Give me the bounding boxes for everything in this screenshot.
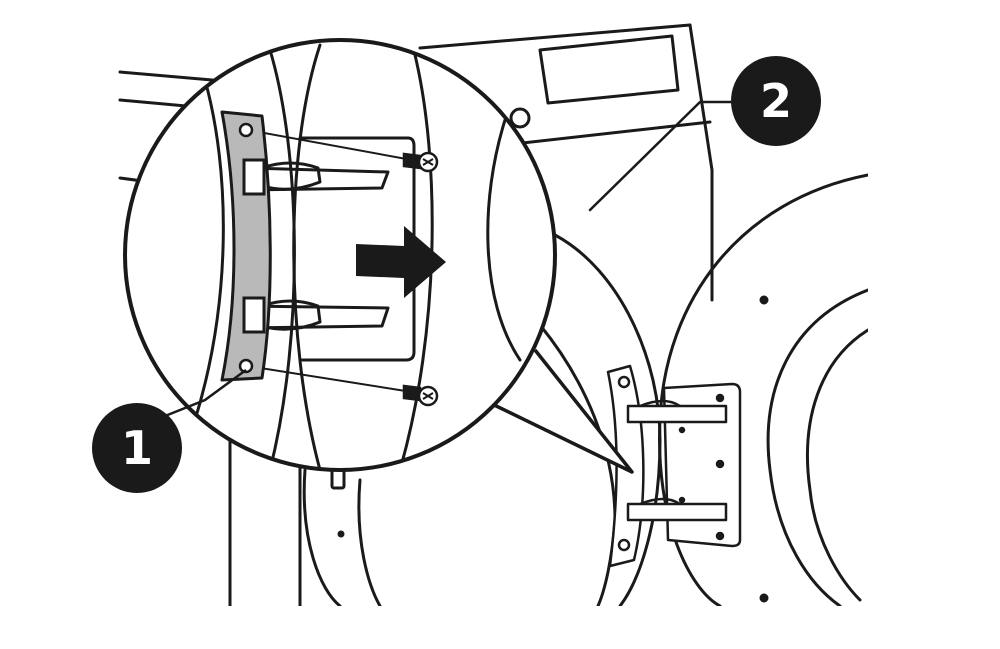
callout-1-badge: 1 <box>92 403 182 493</box>
screw-icon <box>402 151 439 173</box>
callout-2-badge: 2 <box>731 56 821 146</box>
installed-hinge <box>606 364 742 568</box>
callout-1-leader <box>159 368 247 420</box>
magnifier-bubble <box>123 38 634 474</box>
screw-icon <box>402 384 439 407</box>
callout-2-leader <box>588 100 742 212</box>
dryer-body <box>118 23 868 606</box>
control-panel-display <box>538 34 680 105</box>
arrow-right-icon <box>356 226 446 298</box>
control-knob <box>509 107 531 129</box>
magnified-view <box>193 43 522 470</box>
drum-opening <box>658 173 868 606</box>
callout-2-label: 2 <box>760 74 792 128</box>
callout-1-label: 1 <box>121 421 153 475</box>
door-outer-ring <box>302 468 342 606</box>
magnifier-tail <box>490 350 632 472</box>
